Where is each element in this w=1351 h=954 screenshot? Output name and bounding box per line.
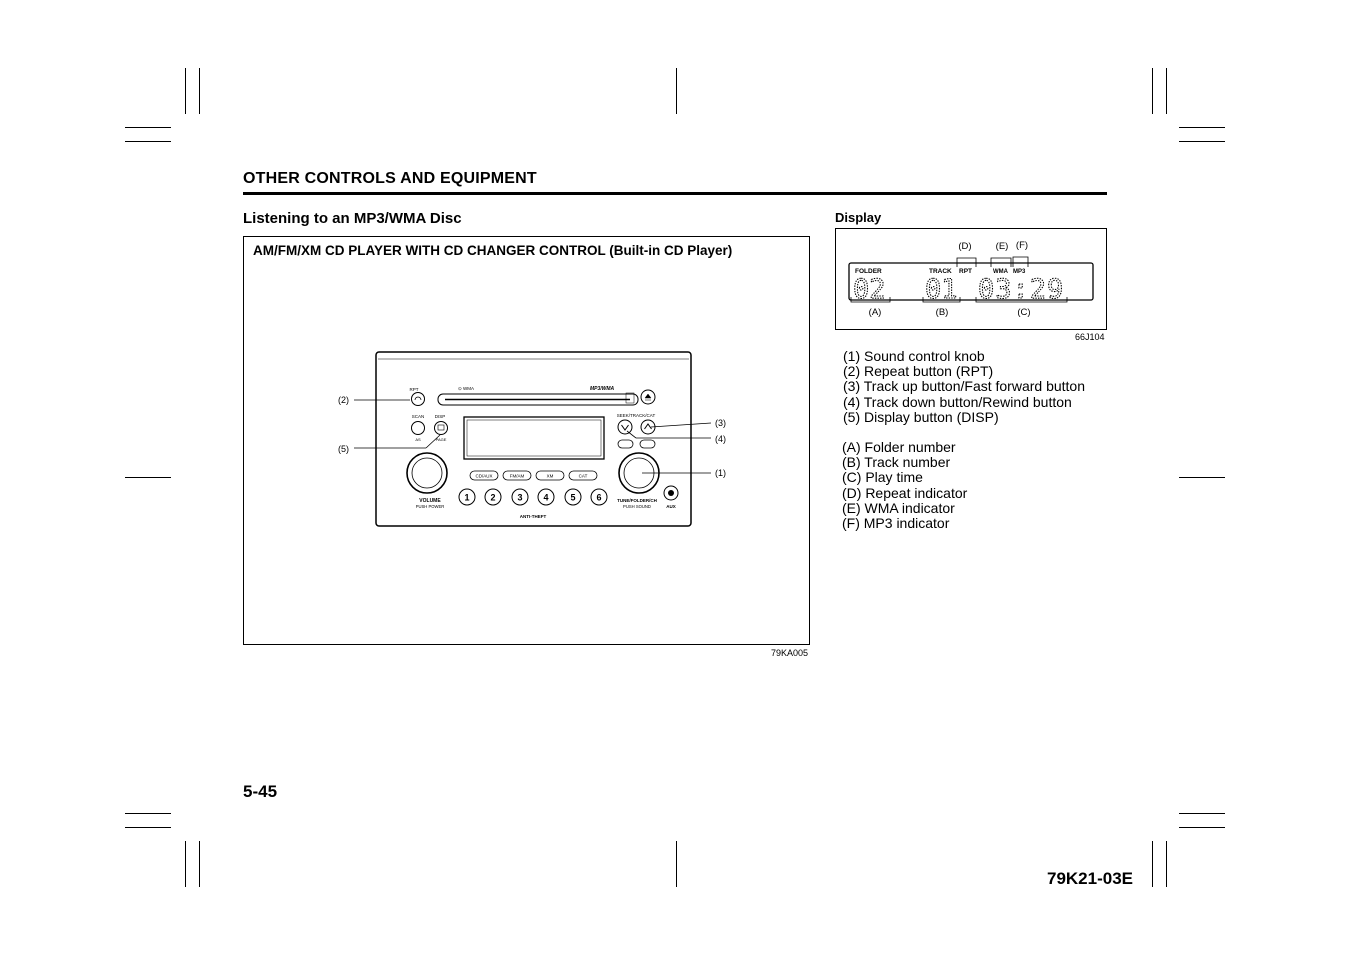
lcd-frame [848,262,1094,301]
figure-code: 79KA005 [771,648,809,658]
legend-item: (B) Track number [842,454,951,471]
preset-button-4[interactable] [537,488,555,506]
aux-label: AUX [666,504,676,509]
legend-numbers: (1) Sound control knob (2) Repeat button… [843,348,1086,425]
display-label: Display [835,210,882,225]
legend-item: (5) Display button (DISP) [843,408,999,425]
mp3-indicator: MP3 [1013,269,1026,275]
preset-label: 3 [517,493,522,503]
anti-theft-label: ANTI-THEFT [520,514,547,519]
callout-brackets [850,256,1068,303]
page-number: 5-45 [243,782,278,801]
rpt-indicator: RPT [959,268,972,275]
folder-digits: 02 [853,274,886,305]
preset-label: 4 [543,493,548,503]
preset-button-6[interactable] [590,488,608,506]
preset-buttons: 1 2 3 4 5 6 [458,488,608,506]
folder-down-button[interactable] [617,439,634,449]
repeat-button[interactable] [411,392,425,406]
callout-e: (E) [996,241,1009,252]
legend-item: (F) MP3 indicator [842,515,950,532]
legend-item: (E) WMA indicator [842,499,955,516]
display-frame [835,228,1107,330]
volume-knob[interactable] [406,452,448,494]
figure-frame [243,236,810,645]
preset-button-5[interactable] [564,488,582,506]
track-digits: 01 [925,274,958,305]
preset-button-2[interactable] [484,488,502,506]
radio-screen [463,416,605,460]
cat-button[interactable] [568,470,598,481]
callout-1: (1) [715,468,726,478]
folder-up-button[interactable] [639,439,656,449]
repeat-icon [414,396,422,401]
legend-item: (2) Repeat button (RPT) [843,363,994,380]
callout-d: (D) [958,241,971,252]
legend-item: (D) Repeat indicator [842,484,968,501]
disc-icon-label: ⊙ WMA [458,386,474,391]
legend-item: (1) Sound control knob [843,348,985,364]
cd-aux-label: CD/AUX [475,474,492,479]
eject-icon [644,393,652,401]
as-label: AS [415,437,421,442]
callout-a: (A) [869,307,882,318]
volume-label: VOLUME [419,498,441,504]
legend-letters: (A) Folder number (B) Track number (C) P… [842,439,968,532]
callout-f: (F) [1016,240,1028,251]
push-power-label: PUSH POWER [416,504,445,509]
preset-button-1[interactable] [458,488,476,506]
preset-button-3[interactable] [511,488,529,506]
legend-item: (C) Play time [842,469,923,486]
xm-button[interactable] [535,470,565,481]
callout-3: (3) [715,418,726,428]
scan-label: SCAN [412,414,425,419]
wma-indicator: WMA [993,269,1009,275]
fm-am-button[interactable] [502,470,532,481]
fm-am-label: FM/AM [510,474,525,479]
folder-indicator: FOLDER [855,268,882,275]
seek-track-cat-label: SEEK/TRACK/CAT [617,413,656,418]
callout-2: (2) [338,395,349,405]
track-down-button[interactable] [617,419,633,435]
xm-label: XM [547,474,554,479]
cd-aux-button[interactable] [469,470,499,481]
legend-item: (A) Folder number [842,439,956,455]
push-sound-label: PUSH SOUND [623,504,651,509]
chevron-down-icon [621,424,629,431]
header-rule [243,192,1107,195]
callout-c: (C) [1017,307,1030,318]
callout-4: (4) [715,434,726,444]
preset-label: 5 [570,493,575,503]
callout-lines [354,399,712,474]
display-code: 66J104 [1075,332,1105,342]
callout-5: (5) [338,444,349,454]
preset-label: 2 [490,493,495,503]
subheading: Listening to an MP3/WMA Disc [243,210,462,227]
figure-title: AM/FM/XM CD PLAYER WITH CD CHANGER CONTR… [253,243,733,258]
document-code: 79K21-03E [1047,869,1134,888]
legend-item: (4) Track down button/Rewind button [843,393,1072,410]
chevron-up-icon [644,423,652,430]
rpt-label: RPT [410,387,419,392]
scan-button[interactable] [411,421,425,435]
cat-label: CAT [579,474,588,479]
radio-illustration: ⊙ WMA MP3/WMA RPT SCAN AS DISP PAGE SEEK… [338,351,726,527]
page-label: PAGE [436,437,447,442]
preset-label: 6 [596,493,601,503]
tune-folder-ch-label: TUNE/FOLDER/CH [617,498,657,503]
display-button[interactable] [434,421,448,435]
play-time-digits: 03:29 [978,274,1064,305]
disp-label: DISP [435,414,446,419]
legend-item: (3) Track up button/Fast forward button [843,378,1086,395]
display-illustration: FOLDER TRACK RPT WMA MP3 02 01 03:29 (A)… [848,240,1094,318]
mp3-wma-label: MP3/WMA [590,386,615,392]
preset-label: 1 [464,493,469,503]
callout-b: (B) [936,307,949,318]
track-indicator: TRACK [929,268,952,275]
section-title: OTHER CONTROLS AND EQUIPMENT [243,170,537,187]
